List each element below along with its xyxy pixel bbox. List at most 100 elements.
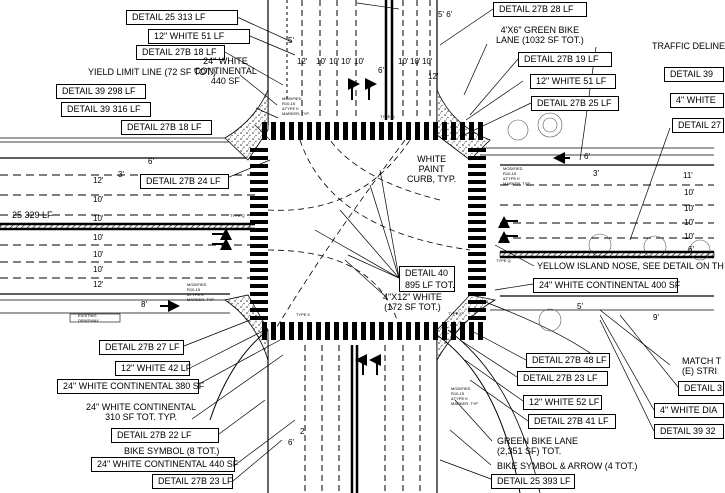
dim-right-lane-0: 11': [683, 171, 693, 180]
dim-left-lane-3: 10': [93, 233, 104, 242]
callout-detail-27b-28: DETAIL 27B 28 LF: [493, 2, 587, 17]
dim-top-lane-9: 12': [428, 72, 439, 81]
note-match-t: MATCH T (E) STRI: [682, 356, 722, 376]
callout-12-white-42: 12" WHITE 42 LF: [115, 361, 191, 376]
callout-detail-25-313: DETAIL 25 313 LF: [126, 10, 238, 25]
callout-detail-27b-23-bottom: DETAIL 27B 23 LF: [152, 474, 233, 489]
callout-detail-27b-18-top: DETAIL 27B 18 LF: [136, 45, 225, 60]
note-bike-symbol-arrow: BIKE SYMBOL & ARROW (4 TOT.): [497, 461, 638, 471]
dim-bottom-2: 2': [300, 427, 306, 436]
north-approach: [267, 0, 438, 125]
dim-top-5-6: 5' 6': [438, 10, 453, 19]
callout-detail-39-298: DETAIL 39 298 LF: [56, 84, 146, 99]
dim-top-lane-5: 6': [378, 66, 384, 75]
dim-right-5: 5': [577, 302, 583, 311]
callout-4-white-dia: 4" WHITE DIA: [654, 403, 724, 418]
crosswalk-north: [262, 122, 483, 140]
type-k-label-1: TYPE K: [296, 312, 311, 317]
note-yellow-island-nose: YELLOW ISLAND NOSE, SEE DETAIL ON TH: [537, 261, 724, 271]
note-white-paint-curb: WHITE PAINT CURB, TYP.: [407, 154, 457, 184]
callout-detail-27b-23-right: DETAIL 27B 23 LF: [517, 371, 608, 386]
dim-right-lane-3: 10': [684, 218, 695, 227]
callout-detail-27b-48: DETAIL 27B 48 LF: [526, 353, 610, 368]
sign-label-sw: MODIFIED R10-15 &TYPE K MARKER, TYP: [187, 282, 215, 302]
west-approach: [0, 137, 255, 323]
dim-right-lane-2: 10': [684, 204, 695, 213]
callout-detail-27b-22: DETAIL 27B 22 LF: [111, 428, 219, 443]
dim-top-lane-1: 10': [316, 57, 327, 66]
callout-detail-39-32: DETAIL 39 32: [654, 424, 724, 439]
dim-left-8: 8': [141, 300, 147, 309]
callout-detail-39-316: DETAIL 39 316 LF: [61, 102, 151, 117]
dim-right-lane-1: 10': [684, 188, 695, 197]
dim-left-lane-2: 10': [93, 214, 104, 223]
callout-detail-27b-19: DETAIL 27B 19 LF: [518, 52, 612, 67]
dim-top-lane-8: 10': [422, 57, 433, 66]
note-bike-symbol-8: BIKE SYMBOL (8 TOT.): [124, 446, 220, 456]
callout-12-white-52: 12" WHITE 52 LF: [523, 395, 602, 410]
callout-detail-27b-27: DETAIL 27B 27 LF: [99, 340, 184, 355]
note-continental-440-top: 24" WHITE CONTINENTAL 440 SF: [194, 56, 257, 86]
callout-detail-40-895: DETAIL 40 895 LF TOT.: [399, 266, 455, 292]
callout-4-white-right: 4" WHITE: [670, 93, 724, 108]
callout-detail-27-right: DETAIL 27: [672, 118, 724, 133]
callout-12-white-51-right: 12" WHITE 51 LF: [530, 74, 616, 89]
note-green-bike-lane-bottom: GREEN BIKE LANE (2,351 SF) TOT.: [497, 436, 579, 456]
medians: [0, 223, 715, 258]
dim-left-lane-4: 10': [93, 250, 104, 259]
crosswalk-west: [250, 148, 268, 320]
note-green-bike-lane-top: 4'X6" GREEN BIKE LANE (1032 SF TOT.): [496, 25, 584, 45]
callout-detail-39-right: DETAIL 39: [664, 67, 724, 82]
dim-top-lane-7: 10': [410, 57, 421, 66]
dim-right-9: 9': [653, 313, 659, 322]
callout-continental-400: 24" WHITE CONTINENTAL 400 SF: [533, 278, 680, 293]
type-q-label-2: TYPE Q: [496, 258, 511, 263]
lane-arrows: [160, 78, 570, 375]
callout-detail-27b-41: DETAIL 27B 41 LF: [528, 414, 616, 429]
sign-label-ne: MODIFIED R10-15 &TYPE K MARKER, TYP: [503, 166, 531, 186]
note-continental-310: 24" WHITE CONTINENTAL 310 SF TOT. TYP.: [86, 402, 197, 422]
turning-paths: [267, 139, 471, 331]
note-white-4x12: 4"X12" WHITE (172 SF TOT.): [383, 292, 442, 312]
note-detail-25-329: 25 329 LF: [12, 210, 53, 220]
dim-left-6: 6': [148, 157, 154, 166]
dim-left-lane-6: 12': [93, 280, 104, 289]
dim-right-6: 6': [584, 152, 590, 161]
dim-top-5: 5': [288, 36, 294, 45]
sign-label-nw: MODIFIED R10-15 &TYPE K MARKER, TYP: [282, 96, 310, 116]
dim-bottom-6: 6': [288, 438, 294, 447]
note-yield-limit-line: YIELD LIMIT LINE (72 SF TOT.): [88, 67, 217, 77]
dim-top-lane-3: 10': [341, 57, 352, 66]
dim-left-lane-1: 10': [93, 195, 104, 204]
dim-top-lane-4: 10': [354, 57, 365, 66]
dim-top-lane-0: 12': [297, 57, 308, 66]
trees: [507, 112, 711, 332]
dim-top-lane-2: 10': [329, 57, 340, 66]
note-traffic-deline: TRAFFIC DELINE: [652, 41, 725, 51]
crosswalk-south: [262, 322, 483, 340]
type-q-label-3: TYPE Q: [380, 114, 395, 119]
type-k-label-2: TYPE K: [448, 311, 463, 316]
type-q-label-1: TYPE Q: [230, 213, 245, 218]
dim-top-lane-6: 10': [398, 57, 409, 66]
note-existing-driveway: EXISTING DRIVEWAY: [78, 313, 99, 323]
callout-12-white-51-top: 12" WHITE 51 LF: [148, 29, 250, 44]
dim-right-3: 3': [593, 169, 599, 178]
callout-continental-440-bottom: 24" WHITE CONTINENTAL 440 SF: [91, 457, 238, 472]
dim-left-lane-5: 10': [93, 265, 104, 274]
callout-detail-3-right: DETAIL 3: [678, 381, 724, 396]
callout-detail-25-393: DETAIL 25 393 LF: [491, 474, 575, 489]
leader-lines: [183, 2, 679, 482]
sign-label-se: MODIFIED R10-15 &TYPE K MARKER, TYP: [451, 386, 479, 406]
dim-left-lane-0: 12': [93, 176, 104, 185]
callout-detail-27b-24: DETAIL 27B 24 LF: [140, 174, 229, 189]
south-approach: [267, 340, 438, 493]
dim-left-3: 3': [118, 170, 124, 179]
callout-continental-380: 24" WHITE CONTINENTAL 380 SF: [57, 379, 204, 394]
callout-detail-27b-18-mid: DETAIL 27B 18 LF: [121, 120, 212, 135]
crosswalk-east: [468, 148, 486, 320]
callout-detail-27b-25: DETAIL 27B 25 LF: [531, 96, 619, 111]
dim-right-lane-4: 10': [684, 232, 695, 241]
dim-right-lane-5: 6': [688, 245, 694, 254]
